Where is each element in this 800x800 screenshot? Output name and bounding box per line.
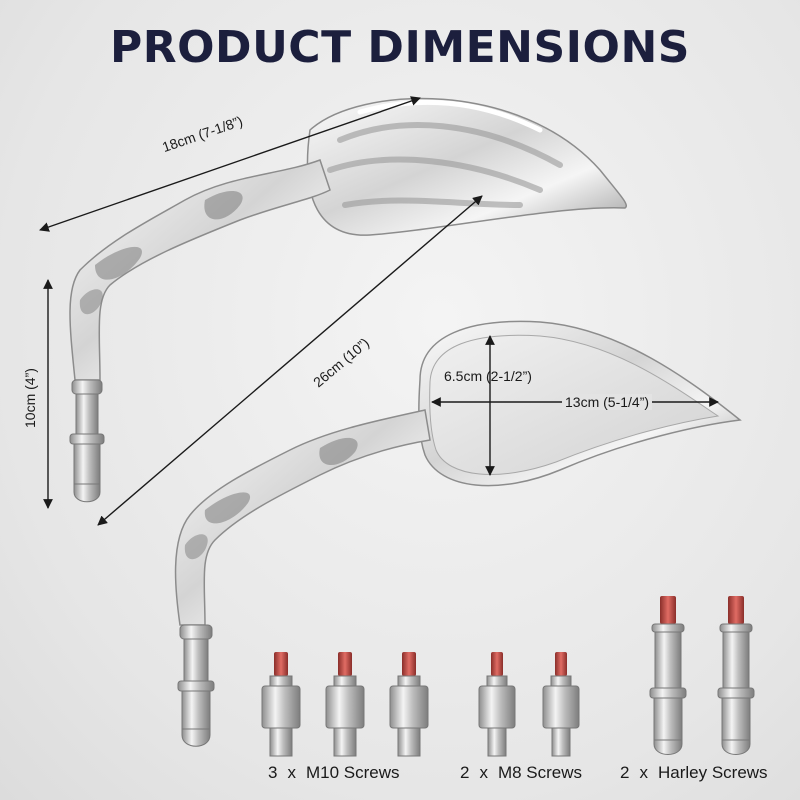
hardware-times: x xyxy=(639,763,648,782)
hardware-times: x xyxy=(287,763,296,782)
m10-screws xyxy=(261,652,429,757)
hardware-name: Harley Screws xyxy=(657,763,768,782)
harley-screws xyxy=(649,596,755,755)
diagonal-arrow xyxy=(97,195,483,526)
mirror-height-label: 6.5cm (2-1/2”) xyxy=(444,368,532,384)
m8-screws xyxy=(478,652,580,757)
hardware-name: M8 Screws xyxy=(497,763,583,782)
hardware-qty: 2 xyxy=(620,763,630,782)
mirror-width-label: 13cm (5-1/4”) xyxy=(562,394,653,410)
page-title: PRODUCT DIMENSIONS xyxy=(110,22,690,73)
hardware-name: M10 Screws xyxy=(305,763,400,782)
height-label: 10cm (4”) xyxy=(22,368,38,428)
hardware-qty: 3 xyxy=(268,763,278,782)
hardware-qty: 2 xyxy=(460,763,470,782)
hardware-times: x xyxy=(479,763,488,782)
